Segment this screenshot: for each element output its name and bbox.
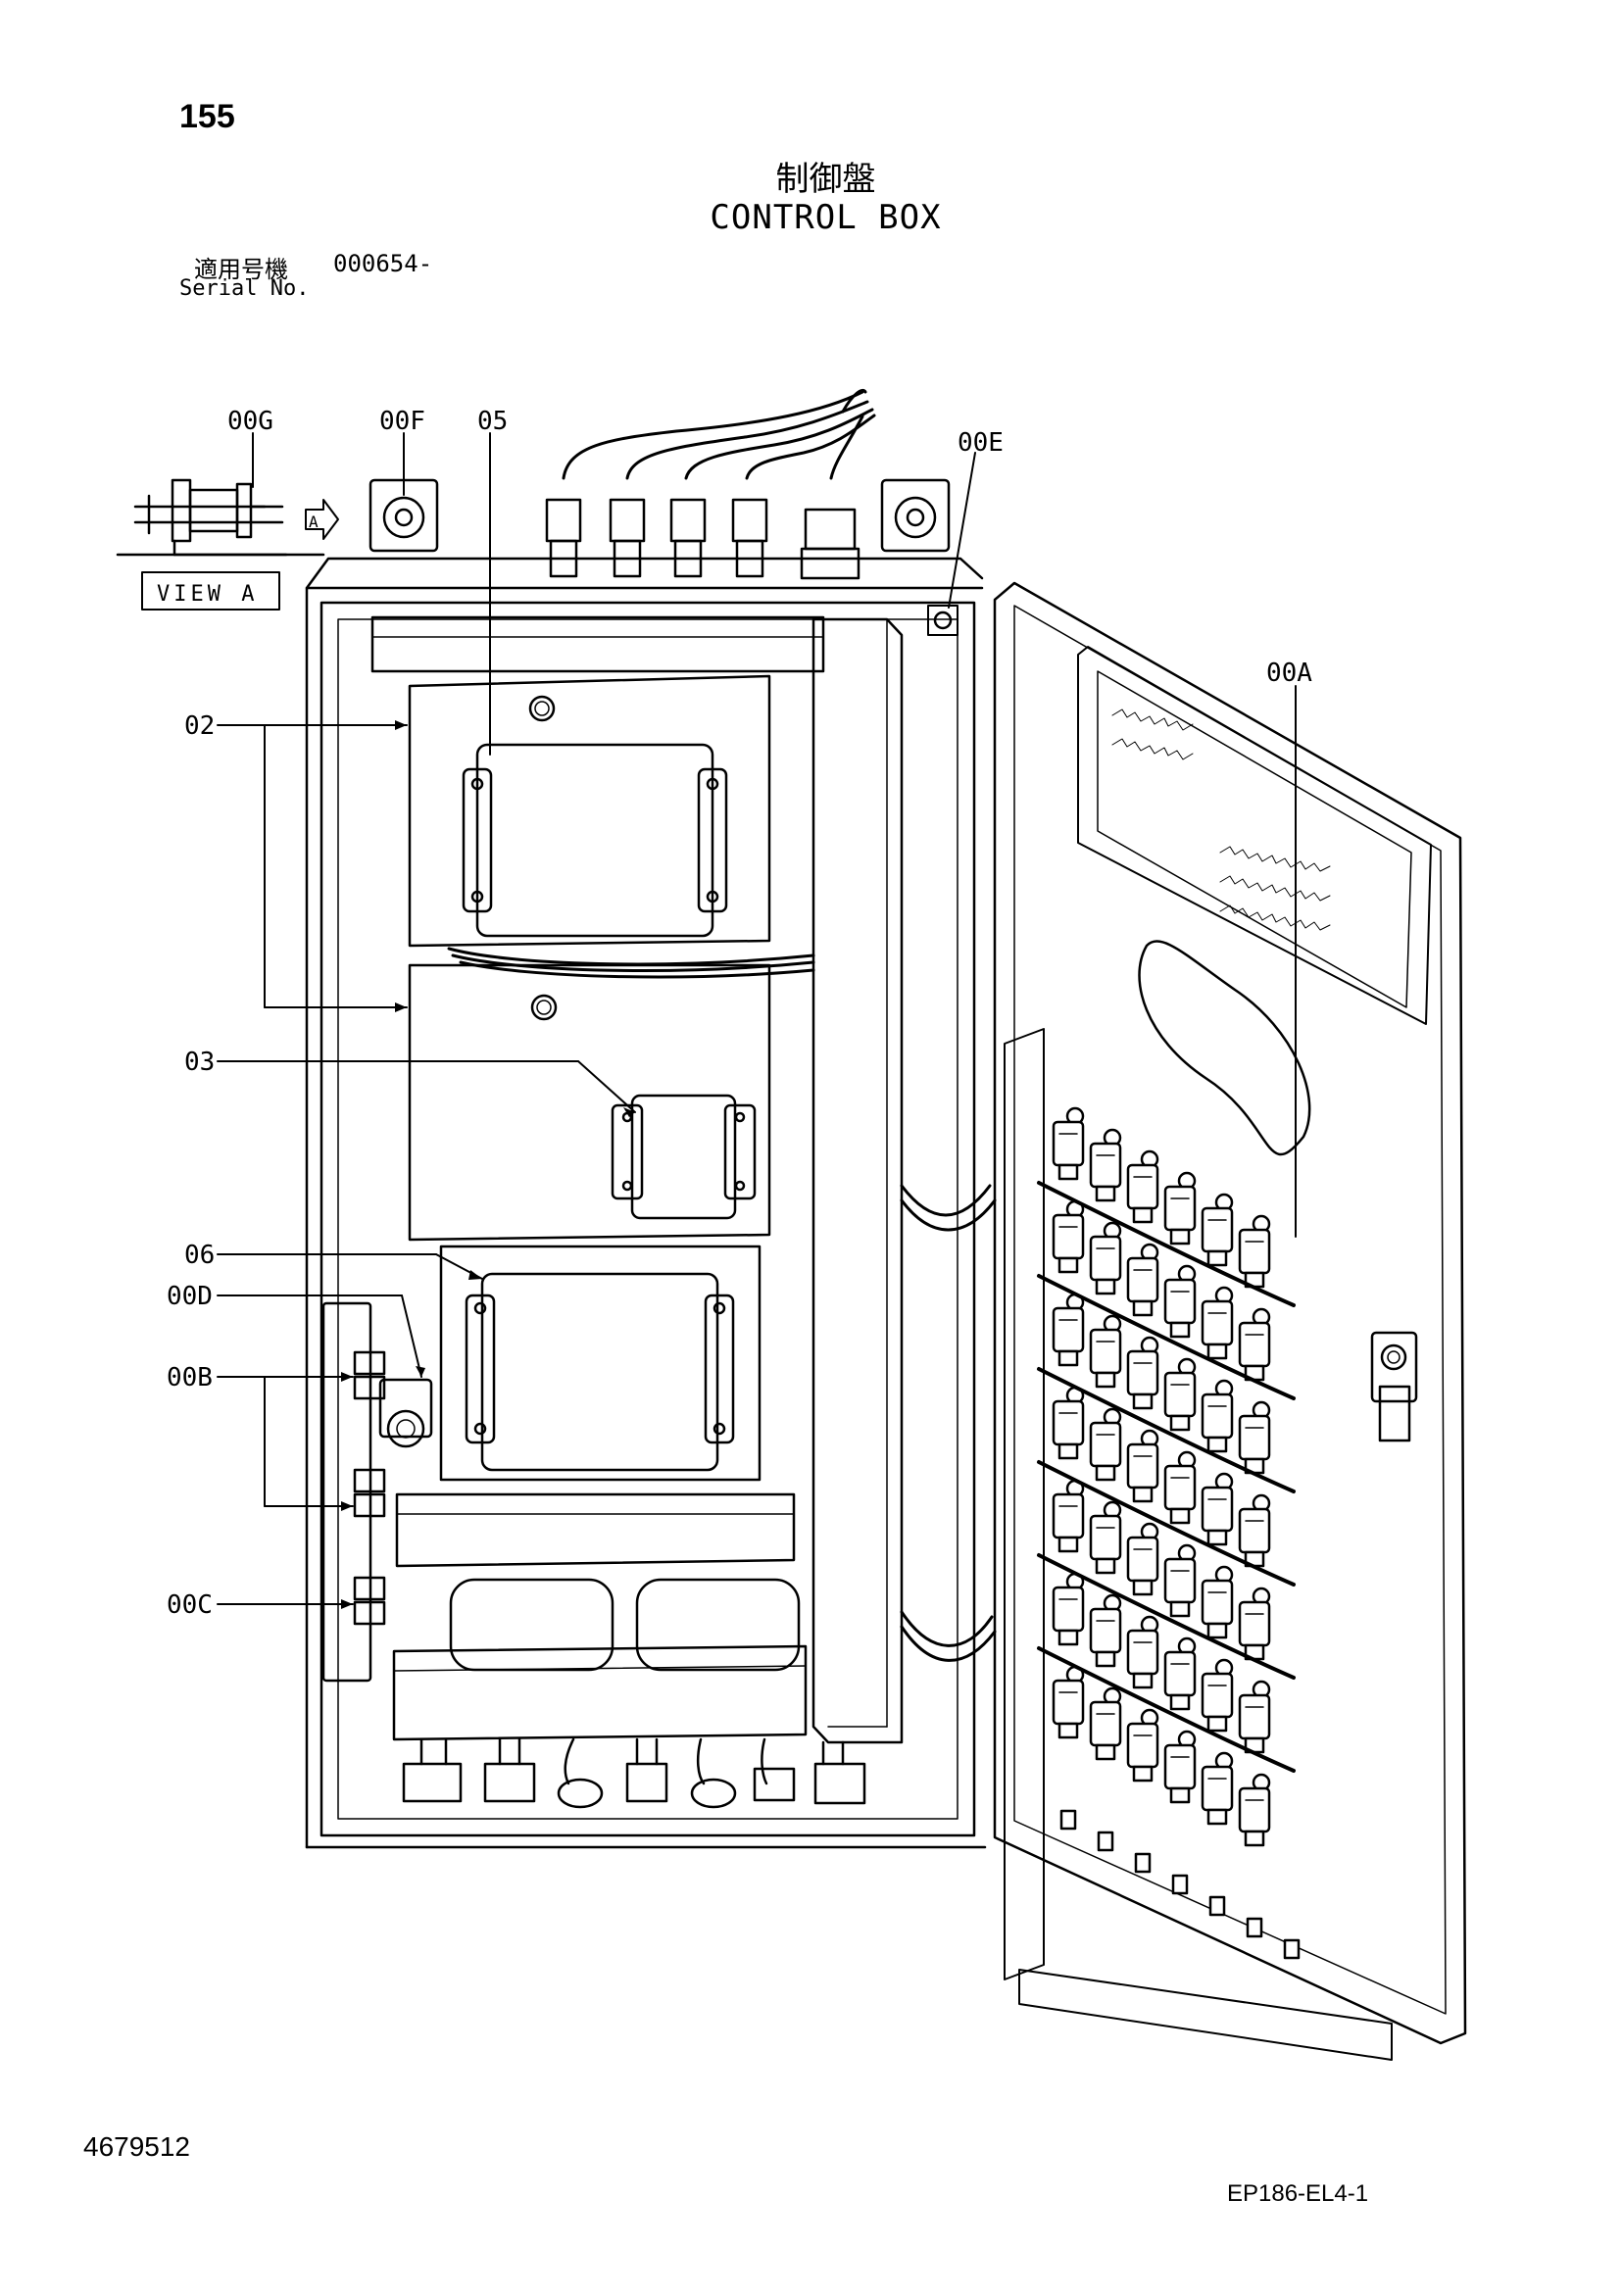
serial-label-english: Serial No. — [179, 276, 310, 301]
door-relay-harness — [1037, 1181, 1296, 1773]
relay-socket — [1238, 1587, 1271, 1661]
relay-socket — [1126, 1708, 1159, 1783]
relay-harness-wire — [1037, 1460, 1296, 1587]
relay-socket — [1089, 1128, 1122, 1202]
relay-socket — [1126, 1522, 1159, 1596]
callout-00F: 00F — [379, 407, 425, 436]
title-english: CONTROL BOX — [710, 198, 942, 237]
relay-socket — [1052, 1479, 1085, 1553]
relay-pin — [1134, 1852, 1152, 1874]
relay-socket — [1089, 1500, 1122, 1575]
document-number: 4679512 — [83, 2131, 191, 2162]
relay-socket — [1201, 1472, 1234, 1546]
relay-pin — [1059, 1809, 1077, 1831]
relay-socket — [1126, 1243, 1159, 1317]
bottom-terminal-block — [392, 1492, 808, 1741]
hinge-harness — [900, 1184, 997, 1662]
relay-pin — [1208, 1895, 1226, 1917]
relay-socket — [1201, 1379, 1234, 1453]
callout-03: 03 — [184, 1048, 215, 1077]
mounting-bracket-right — [880, 478, 951, 553]
relay-pin — [1171, 1874, 1189, 1895]
relay-pin — [1097, 1831, 1114, 1852]
title-japanese: 制御盤 — [775, 160, 876, 199]
relay-harness-wire — [1037, 1553, 1296, 1680]
controller-02-upper — [408, 674, 771, 948]
callout-00D: 00D — [167, 1282, 213, 1311]
relay-socket — [1163, 1357, 1197, 1432]
relay-socket — [1089, 1593, 1122, 1668]
callout-00G: 00G — [227, 407, 273, 436]
callout-06: 06 — [184, 1241, 215, 1270]
relay-socket — [1163, 1543, 1197, 1618]
callout-00B: 00B — [167, 1363, 213, 1392]
relay-socket — [1126, 1615, 1159, 1689]
relay-socket — [1163, 1450, 1197, 1525]
relay-socket — [1163, 1264, 1197, 1339]
relay-harness-wire — [1037, 1646, 1296, 1773]
drawing-code: EP186-EL4-1 — [1227, 2180, 1369, 2207]
callout-leaders — [217, 432, 1297, 1605]
callout-00E: 00E — [958, 428, 1004, 458]
cabinet-body — [305, 557, 987, 1849]
callout-02: 02 — [184, 711, 215, 741]
left-din-rail — [321, 1301, 433, 1683]
relay-socket — [1089, 1314, 1122, 1389]
view-a-label: VIEW A — [157, 582, 258, 607]
controller-03 — [408, 963, 771, 1242]
relay-socket — [1052, 1386, 1085, 1460]
relay-harness-wire — [1037, 1181, 1296, 1307]
relay-socket — [1052, 1106, 1085, 1181]
top-harness — [562, 388, 876, 480]
relay-socket — [1201, 1193, 1234, 1267]
relay-pin — [1283, 1938, 1301, 1960]
serial-value: 000654- — [333, 250, 433, 277]
relay-socket — [1201, 1565, 1234, 1639]
relay-socket — [1238, 1773, 1271, 1847]
relay-socket — [1163, 1637, 1197, 1711]
relay-socket — [1238, 1493, 1271, 1568]
relay-socket — [1052, 1293, 1085, 1367]
relay-socket — [1126, 1429, 1159, 1503]
callout-00A: 00A — [1266, 659, 1312, 688]
relay-socket — [1238, 1400, 1271, 1475]
relay-socket — [1052, 1572, 1085, 1646]
relay-socket — [1126, 1149, 1159, 1224]
relay-socket — [1052, 1199, 1085, 1274]
relay-pin — [1246, 1917, 1263, 1938]
relay-socket — [1163, 1171, 1197, 1246]
relay-socket — [1201, 1751, 1234, 1826]
relay-socket — [1238, 1307, 1271, 1382]
controller-06 — [439, 1245, 762, 1482]
callout-05: 05 — [477, 407, 508, 436]
relay-harness-wire — [1037, 1274, 1296, 1400]
bottom-connectors — [402, 1737, 866, 1809]
middle-harness — [447, 947, 815, 979]
relay-harness-wire — [1037, 1367, 1296, 1493]
relay-socket — [1238, 1214, 1271, 1289]
view-a-arrow — [305, 499, 339, 540]
view-a-inset: VIEW A A — [116, 478, 339, 611]
page-number: 155 — [179, 98, 235, 135]
relay-socket — [1163, 1730, 1197, 1804]
relay-socket — [1201, 1658, 1234, 1733]
relay-socket — [1126, 1336, 1159, 1410]
top-connectors — [545, 498, 860, 580]
relay-socket — [1089, 1407, 1122, 1482]
relay-socket — [1089, 1221, 1122, 1295]
view-a-arrow-letter: A — [309, 513, 319, 531]
callout-arrowheads — [341, 720, 635, 1609]
serial-label-japanese: 適用号機 — [194, 256, 288, 283]
callout-00C: 00C — [167, 1590, 213, 1620]
callout-labels: 00G 00F 05 00E 00A 02 03 06 00D 00B 00C — [167, 407, 1312, 1620]
relay-socket — [1238, 1680, 1271, 1754]
door-relay-grid — [1052, 1106, 1301, 1960]
relay-socket — [1201, 1286, 1234, 1360]
window-texture — [1111, 708, 1331, 931]
relay-socket — [1089, 1686, 1122, 1761]
relay-socket — [1052, 1665, 1085, 1739]
